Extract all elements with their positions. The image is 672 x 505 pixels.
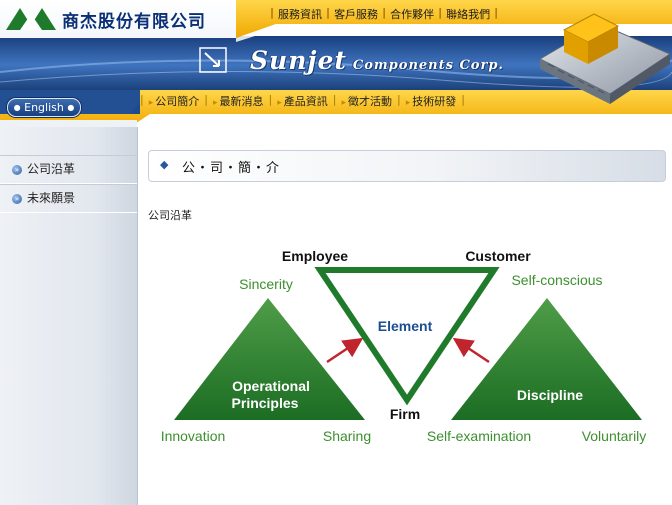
logo-area[interactable]: 商杰股份有限公司 [0,0,236,38]
top-nav-contact[interactable]: 聯絡我們 [446,8,491,21]
label-sincerity: Sincerity [239,276,293,292]
logo-mountains-icon [6,8,56,30]
top-nav-service-info[interactable]: 服務資訊 [278,8,323,21]
label-customer: Customer [465,248,531,264]
main-nav-rd[interactable]: 技術研發 [401,93,462,109]
sidebar-item-vision[interactable]: » 未來願景 [0,184,137,213]
center-triangle [314,267,500,406]
site-header: 商杰股份有限公司 | 服務資訊 | 客戶服務 | 合作夥伴 | 聯絡我們 | S… [0,0,672,127]
label-sharing: Sharing [323,428,371,444]
main-nav-news[interactable]: 最新消息 [208,93,269,109]
right-triangle [451,298,642,420]
label-employee: Employee [282,248,348,264]
label-self-examination: Self-examination [427,428,531,444]
arrow-left-icon [452,337,490,364]
label-voluntarily: Voluntarily [582,428,647,444]
label-principles: Principles [232,395,299,411]
label-firm: Firm [390,406,420,422]
chip-icon [538,13,672,104]
bullet-icon: » [12,194,22,204]
label-innovation: Innovation [161,428,226,444]
sidebar: » 公司沿革 » 未來願景 [0,127,138,505]
english-button[interactable]: ● English ● [7,98,81,117]
label-discipline: Discipline [517,387,583,403]
main-nav-about[interactable]: 公司簡介 [144,93,205,109]
label-self-conscious: Self-conscious [511,272,602,288]
top-nav-partners[interactable]: 合作夥伴 [390,8,435,21]
page-title: 公・司・簡・介 [182,161,281,176]
brand-wordmark: Sunjet Components Corp. [250,46,504,75]
main-nav-careers[interactable]: 徵才活動 [336,93,397,109]
english-label: English [24,101,64,114]
top-nav-customer-service[interactable]: 客戶服務 [334,8,379,21]
arrow-left-icon: ◆ [160,158,169,171]
sidebar-item-label: 公司沿革 [27,162,76,176]
sidebar-item-label: 未來願景 [27,191,76,205]
section-heading: 公司沿革 [148,209,192,222]
arrow-right-icon [326,337,364,364]
top-nav: | 服務資訊 | 客戶服務 | 合作夥伴 | 聯絡我們 | [270,6,499,21]
label-element: Element [378,318,433,334]
bullet-icon: » [12,165,22,175]
values-diagram: Employee Customer Sincerity Self-conscio… [161,248,647,444]
dot-icon: ● [13,103,21,112]
brand-main: Sunjet [250,46,347,75]
dot-icon: ● [67,103,75,112]
company-name: 商杰股份有限公司 [62,12,206,32]
main-nav-products[interactable]: 產品資訊 [272,93,333,109]
brand-sub: Components Corp. [352,58,504,73]
label-operational: Operational [232,378,310,394]
sidebar-item-history[interactable]: » 公司沿革 [0,155,137,184]
left-triangle [174,298,365,420]
main-nav: | 公司簡介 | 最新消息 | 產品資訊 | 徵才活動 | 技術研發 | [140,93,465,109]
page-title-bar: ◆ 公・司・簡・介 [148,150,666,182]
